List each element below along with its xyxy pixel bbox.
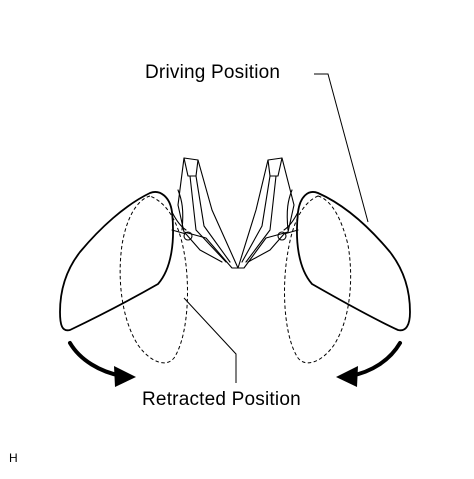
driving-position-label: Driving Position [145,62,281,83]
right-mirror-mount [237,157,295,269]
left-mirror-housing [59,191,174,332]
right-mirror [237,157,411,364]
retracted-position-leader [183,297,237,383]
left-mirror-mount [177,157,239,269]
right-retract-arrow [336,341,402,387]
left-mirror [59,157,239,364]
figure-code: H [9,451,18,465]
right-mirror-retracted-outline [284,195,352,364]
left-retract-arrow [68,341,136,387]
driving-position-leader [314,73,369,223]
retracted-position-label: Retracted Position [142,389,301,410]
right-mirror-housing [296,191,411,332]
